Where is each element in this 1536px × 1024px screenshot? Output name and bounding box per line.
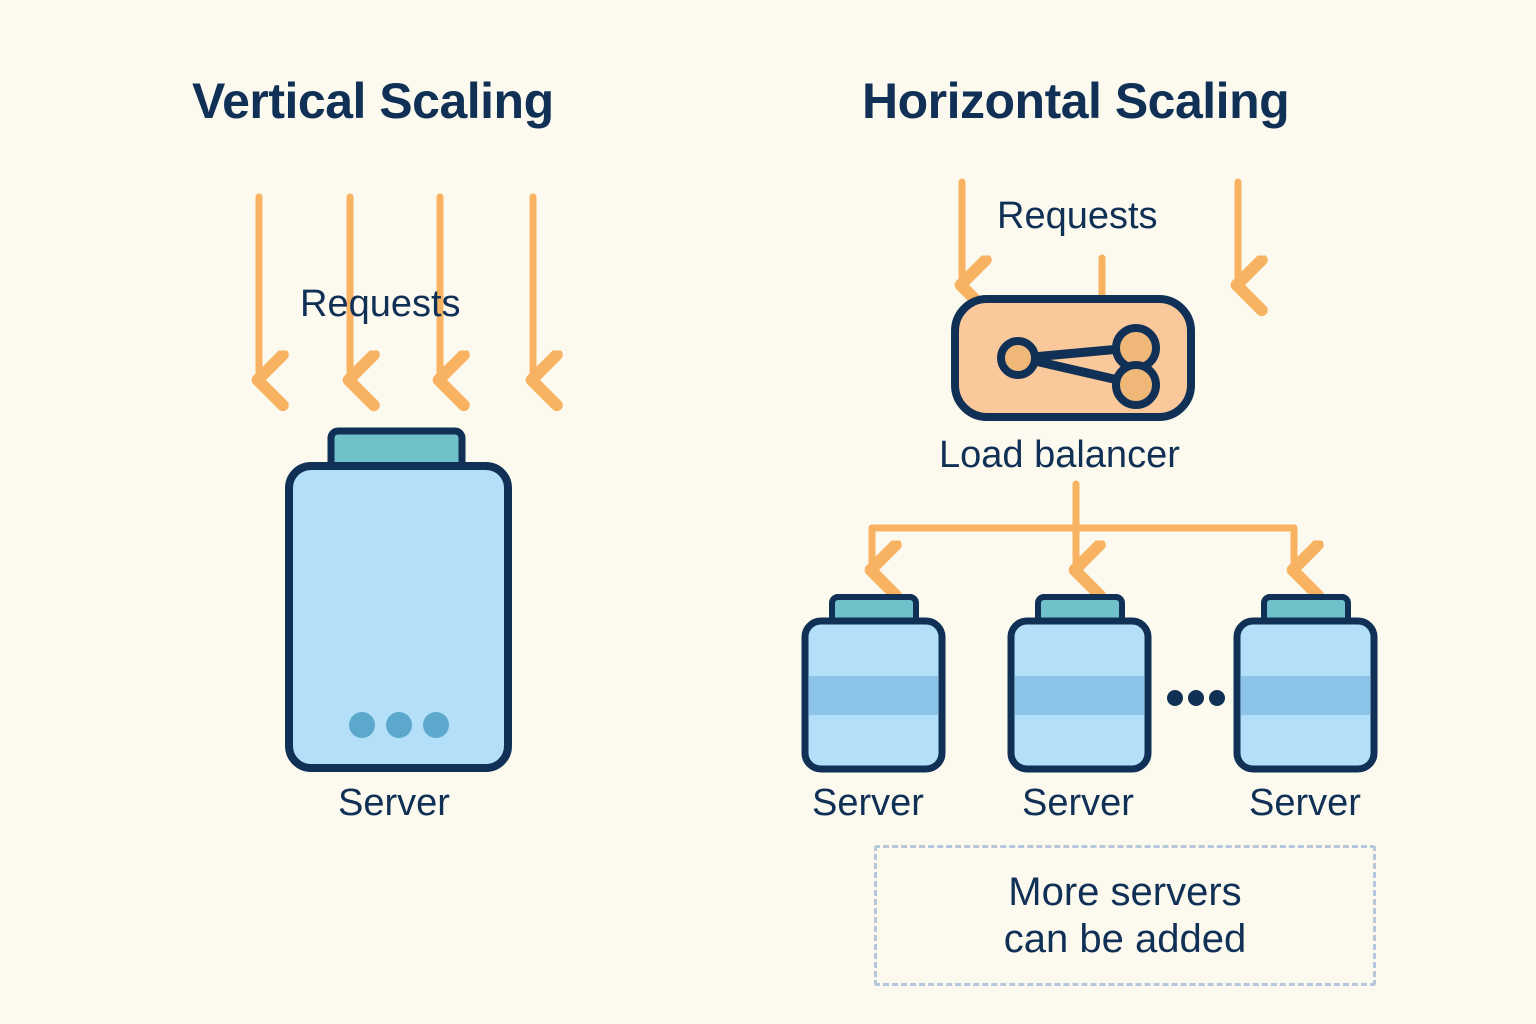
load-balancer-label: Load balancer <box>939 434 1180 476</box>
note-line-2: can be added <box>1003 916 1247 961</box>
horizontal-server-3-graphic <box>1233 594 1378 773</box>
server-indicator-dot-1 <box>349 712 375 738</box>
horizontal-server-2-graphic <box>1007 594 1152 773</box>
server-indicator-dot-2 <box>386 712 412 738</box>
server-indicator-dot-3 <box>423 712 449 738</box>
horizontal-requests-label: Requests <box>997 195 1158 237</box>
vertical-server-graphic <box>285 427 512 772</box>
load-balancer-distribution-tree <box>872 480 1294 570</box>
load-balancer-graphic <box>951 295 1195 421</box>
note-line-1: More servers <box>1008 869 1242 914</box>
vertical-request-arrows <box>259 193 533 380</box>
server-body <box>285 462 512 772</box>
server-load-band <box>1241 676 1370 715</box>
horizontal-server-label-2: Server <box>1022 782 1134 824</box>
horizontal-server-label-1: Server <box>812 782 924 824</box>
horizontal-request-arrows <box>962 178 1238 296</box>
vertical-server-label: Server <box>338 782 450 824</box>
more-servers-note-text: More servers can be added <box>1004 869 1246 963</box>
horizontal-scaling-title: Horizontal Scaling <box>862 73 1290 129</box>
horizontal-server-label-3: Server <box>1249 782 1361 824</box>
server-load-band <box>1015 676 1144 715</box>
horizontal-server-1-graphic <box>801 594 946 773</box>
ellipsis-icon <box>1167 690 1225 706</box>
more-servers-note: More servers can be added <box>874 845 1376 986</box>
vertical-requests-label: Requests <box>300 283 461 325</box>
server-load-band <box>809 676 938 715</box>
vertical-scaling-title: Vertical Scaling <box>192 73 554 129</box>
node-split-icon <box>997 324 1160 409</box>
